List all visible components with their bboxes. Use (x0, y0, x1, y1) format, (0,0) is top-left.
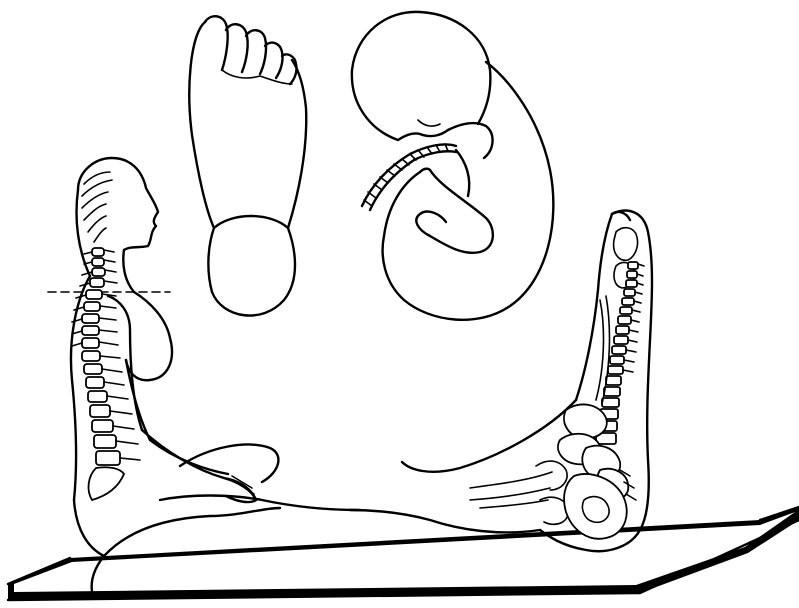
seated-figure-with-spine (48, 158, 360, 592)
foot-bones (558, 262, 644, 539)
sole-of-foot (189, 16, 306, 315)
umbilical-cord (362, 144, 456, 210)
raised-foot-with-bones (350, 211, 652, 552)
curled-fetus (352, 12, 554, 320)
floor-mat (8, 507, 799, 600)
